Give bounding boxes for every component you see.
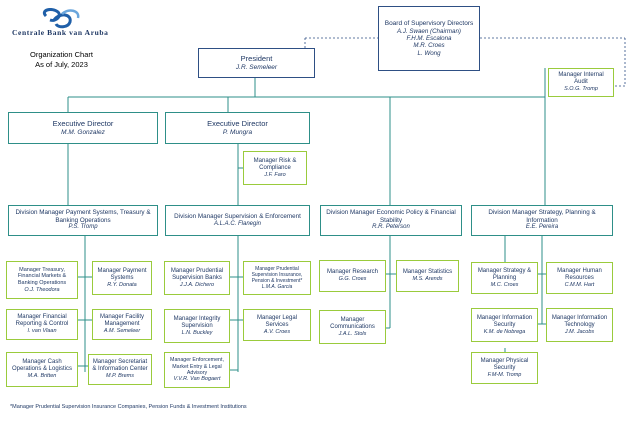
manager-title: Manager Secretariat & Information Center — [92, 359, 148, 373]
internal-audit-title: Manager Internal Audit — [558, 72, 604, 86]
chart-title: Organization Chart As of July, 2023 — [30, 50, 93, 70]
manager-box: Manager Research G.G. Croes — [319, 260, 386, 292]
division-box: Division Manager Payment Systems, Treasu… — [8, 205, 158, 236]
chart-title-line1: Organization Chart — [30, 50, 93, 59]
footnote: *Manager Prudential Supervision Insuranc… — [10, 404, 247, 410]
manager-box: Manager Information Security K.M. de Nob… — [471, 308, 538, 342]
division-name: R.R. Peterson — [372, 224, 410, 231]
president-title: President — [240, 54, 273, 64]
manager-box: Manager Facility Management A.M. Semelee… — [92, 309, 152, 340]
manager-title: Manager Cash Operations & Logistics — [11, 359, 73, 373]
manager-box: Manager Strategy & Planning M.C. Croes — [471, 262, 538, 294]
manager-box: Manager Physical Security F.M-M. Tromp — [471, 352, 538, 384]
manager-title: Manager Enforcement, Market Entry & Lega… — [170, 357, 224, 376]
manager-name: J.J.A. Dichero — [179, 281, 215, 288]
manager-name: J.M. Jacobs — [564, 328, 595, 335]
bank-name: Centrale Bank van Aruba — [12, 28, 109, 37]
executive-director-name: M.M. Gonzalez — [61, 128, 105, 136]
executive-director-title: Executive Director — [207, 119, 268, 129]
executive-director-title: Executive Director — [52, 119, 114, 129]
executive-director-name: P. Mungra — [222, 128, 253, 136]
manager-title: Manager Communications — [330, 316, 375, 330]
manager-box: Manager Information Technology J.M. Jaco… — [546, 308, 613, 342]
manager-title: Manager Physical Security — [480, 357, 529, 371]
bank-logo — [43, 8, 80, 29]
president-name: J.R. Semeleer — [235, 63, 278, 71]
manager-title: Manager Financial Reporting & Control — [15, 314, 69, 328]
board-title: Board of Supervisory Directors — [384, 19, 474, 27]
manager-title: Manager Prudential Supervision Insurance… — [251, 266, 303, 284]
executive-director-box: Executive Director M.M. Gonzalez — [8, 112, 158, 144]
manager-box: Manager Treasury, Financial Markets & Ba… — [6, 261, 78, 299]
manager-title: Manager Payment Systems — [97, 267, 147, 281]
manager-title: Manager Integrity Supervision — [173, 315, 221, 329]
manager-name: M.A. Britten — [27, 373, 57, 380]
division-title: Division Manager Strategy, Planning & In… — [488, 209, 596, 224]
manager-name: J.A.L. Stols — [338, 330, 367, 337]
manager-title: Manager Statistics — [402, 269, 453, 276]
manager-name: O.J. Theodora — [24, 286, 60, 293]
manager-name: A.M. Semeleer — [103, 328, 141, 335]
division-box: Division Manager Supervision & Enforceme… — [165, 205, 310, 236]
manager-name: L.N. Buckley — [181, 329, 213, 336]
risk-compliance-box: Manager Risk & Compliance J.F. Faro — [243, 151, 307, 185]
manager-name: V.V.R. Van Bogaert — [173, 376, 221, 383]
manager-title: Manager Prudential Supervision Banks — [170, 267, 224, 281]
division-box: Division Manager Economic Policy & Finan… — [320, 205, 462, 236]
manager-title: Manager Treasury, Financial Markets & Ba… — [17, 266, 67, 286]
division-title: Division Manager Economic Policy & Finan… — [326, 209, 456, 224]
manager-box: Manager Human Resources C.M.M. Hart — [546, 262, 613, 294]
manager-name: R.Y. Donata — [107, 281, 137, 288]
manager-box: Manager Legal Services A.V. Croes — [243, 309, 311, 341]
chart-date: As of July, 2023 — [35, 59, 88, 69]
risk-title: Manager Risk & Compliance — [253, 157, 297, 171]
manager-name: M.S. Arends — [412, 276, 443, 283]
board-box: Board of Supervisory Directors A.J. Swae… — [378, 6, 480, 71]
division-name: E.E. Pereira — [525, 224, 559, 231]
manager-name: G.G. Croes — [338, 276, 367, 283]
internal-audit-box: Manager Internal Audit S.O.G. Tromp — [548, 68, 614, 97]
manager-title: Manager Facility Management — [99, 314, 144, 328]
manager-name: C.M.M. Hart — [564, 281, 595, 288]
manager-name: L.M.A. Garcia — [261, 284, 293, 290]
division-title: Division Manager Payment Systems, Treasu… — [15, 209, 151, 224]
board-member: L. Wong — [417, 49, 441, 57]
manager-box: Manager Communications J.A.L. Stols — [319, 310, 386, 344]
manager-title: Manager Information Technology — [551, 314, 608, 328]
manager-box: Manager Statistics M.S. Arends — [396, 260, 459, 292]
division-title: Division Manager Supervision & Enforceme… — [174, 213, 301, 221]
manager-box: Manager Secretariat & Information Center… — [88, 354, 152, 385]
manager-name: M.P. Brems — [105, 373, 134, 380]
president-box: President J.R. Semeleer — [198, 48, 315, 78]
manager-box: Manager Integrity Supervision L.N. Buckl… — [164, 309, 230, 343]
manager-title: Manager Strategy & Planning — [477, 267, 532, 281]
risk-name: J.F. Faro — [264, 171, 286, 178]
executive-director-box: Executive Director P. Mungra — [165, 112, 310, 144]
manager-box: Manager Cash Operations & Logistics M.A.… — [6, 352, 78, 387]
manager-title: Manager Information Security — [476, 314, 533, 328]
manager-box: Manager Payment Systems R.Y. Donata — [92, 261, 152, 295]
internal-audit-name: S.O.G. Tromp — [564, 86, 598, 93]
board-member: F.H.M. Escalona — [406, 34, 452, 42]
board-member: M.R. Croes — [413, 42, 445, 50]
manager-name: A.V. Croes — [263, 328, 291, 335]
manager-name: K.M. de Nobrega — [483, 328, 526, 335]
board-member: A.J. Swaen (Chairman) — [397, 27, 461, 35]
manager-name: F.M-M. Tromp — [487, 371, 522, 378]
manager-title: Manager Legal Services — [256, 314, 298, 328]
division-name: A.L.A.C. Flanegin — [213, 220, 262, 227]
manager-box: Manager Prudential Supervision Banks J.J… — [164, 261, 230, 295]
manager-title: Manager Research — [326, 269, 379, 276]
division-box: Division Manager Strategy, Planning & In… — [471, 205, 613, 236]
manager-box: Manager Financial Reporting & Control I.… — [6, 309, 78, 340]
division-name: P.S. Tromp — [68, 224, 98, 231]
manager-name: I. van Vlaan — [27, 328, 57, 335]
manager-name: M.C. Croes — [490, 281, 519, 288]
manager-box: Manager Prudential Supervision Insurance… — [243, 261, 311, 295]
manager-box: Manager Enforcement, Market Entry & Lega… — [164, 352, 230, 388]
manager-title: Manager Human Resources — [557, 267, 602, 281]
